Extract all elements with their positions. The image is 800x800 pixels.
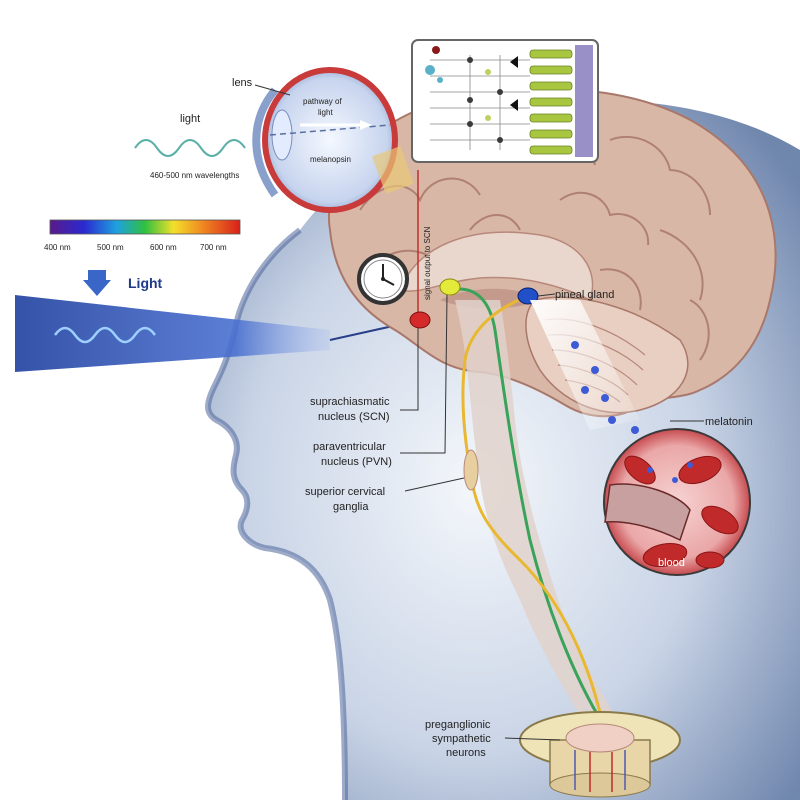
blood-inset (603, 428, 751, 576)
signal-output-label: signal output to SCN (423, 226, 432, 300)
light-small-label: light (180, 113, 200, 125)
scn-leader (400, 328, 419, 411)
scn-label-2: nucleus (SCN) (318, 411, 390, 423)
light-big-label: Light (128, 275, 163, 291)
pineal-leader (537, 293, 556, 297)
scg-leader (404, 477, 465, 492)
preganglionic-label-3: neurons (446, 747, 486, 759)
clock-icon (357, 253, 409, 305)
pvn-leader (400, 294, 448, 454)
pathway-label-2: light (318, 108, 333, 117)
scg-label-1: superior cervical (305, 486, 385, 498)
lens-label: lens (232, 77, 253, 89)
pvn-label-2: nucleus (PVN) (321, 456, 392, 468)
preganglionic-label-1: preganglionic (425, 719, 491, 731)
pvn-node (439, 278, 461, 296)
melanopsin-label: melanopsin (310, 155, 351, 164)
pineal-release-beam (530, 300, 640, 430)
preganglionic-leader (504, 737, 561, 741)
eye-inset (252, 67, 414, 213)
preganglionic-label-2: sympathetic (432, 733, 491, 745)
pineal-gland-label: pineal gland (555, 289, 614, 301)
blood-label: blood (658, 557, 685, 569)
light-wave-big (53, 326, 157, 344)
spectrum-bar (49, 219, 241, 235)
spectrum-tick-400: 400 nm (44, 243, 71, 252)
pathway-label-1: pathway of (303, 97, 342, 106)
scn-label-1: suprachiasmatic (310, 396, 390, 408)
light-wave-small (134, 139, 246, 157)
wavelengths-label: 460-500 nm wavelengths (150, 171, 239, 180)
scn-node (409, 311, 431, 329)
melatonin-label: melatonin (705, 416, 753, 428)
spectrum-tick-500: 500 nm (97, 243, 124, 252)
light-beam (15, 295, 330, 372)
spinal-cord-section (519, 711, 681, 798)
green-fiber (449, 287, 612, 736)
down-arrow-icon (83, 270, 111, 296)
lens-leader (254, 84, 291, 96)
brainstem (455, 300, 620, 730)
spectrum-tick-700: 700 nm (200, 243, 227, 252)
pvn-label-1: paraventricular (313, 441, 386, 453)
scg-label-2: ganglia (333, 501, 369, 513)
spectrum-tick-600: 600 nm (150, 243, 177, 252)
superior-cervical-ganglion (463, 449, 479, 491)
retina-circuit-inset (411, 39, 599, 163)
